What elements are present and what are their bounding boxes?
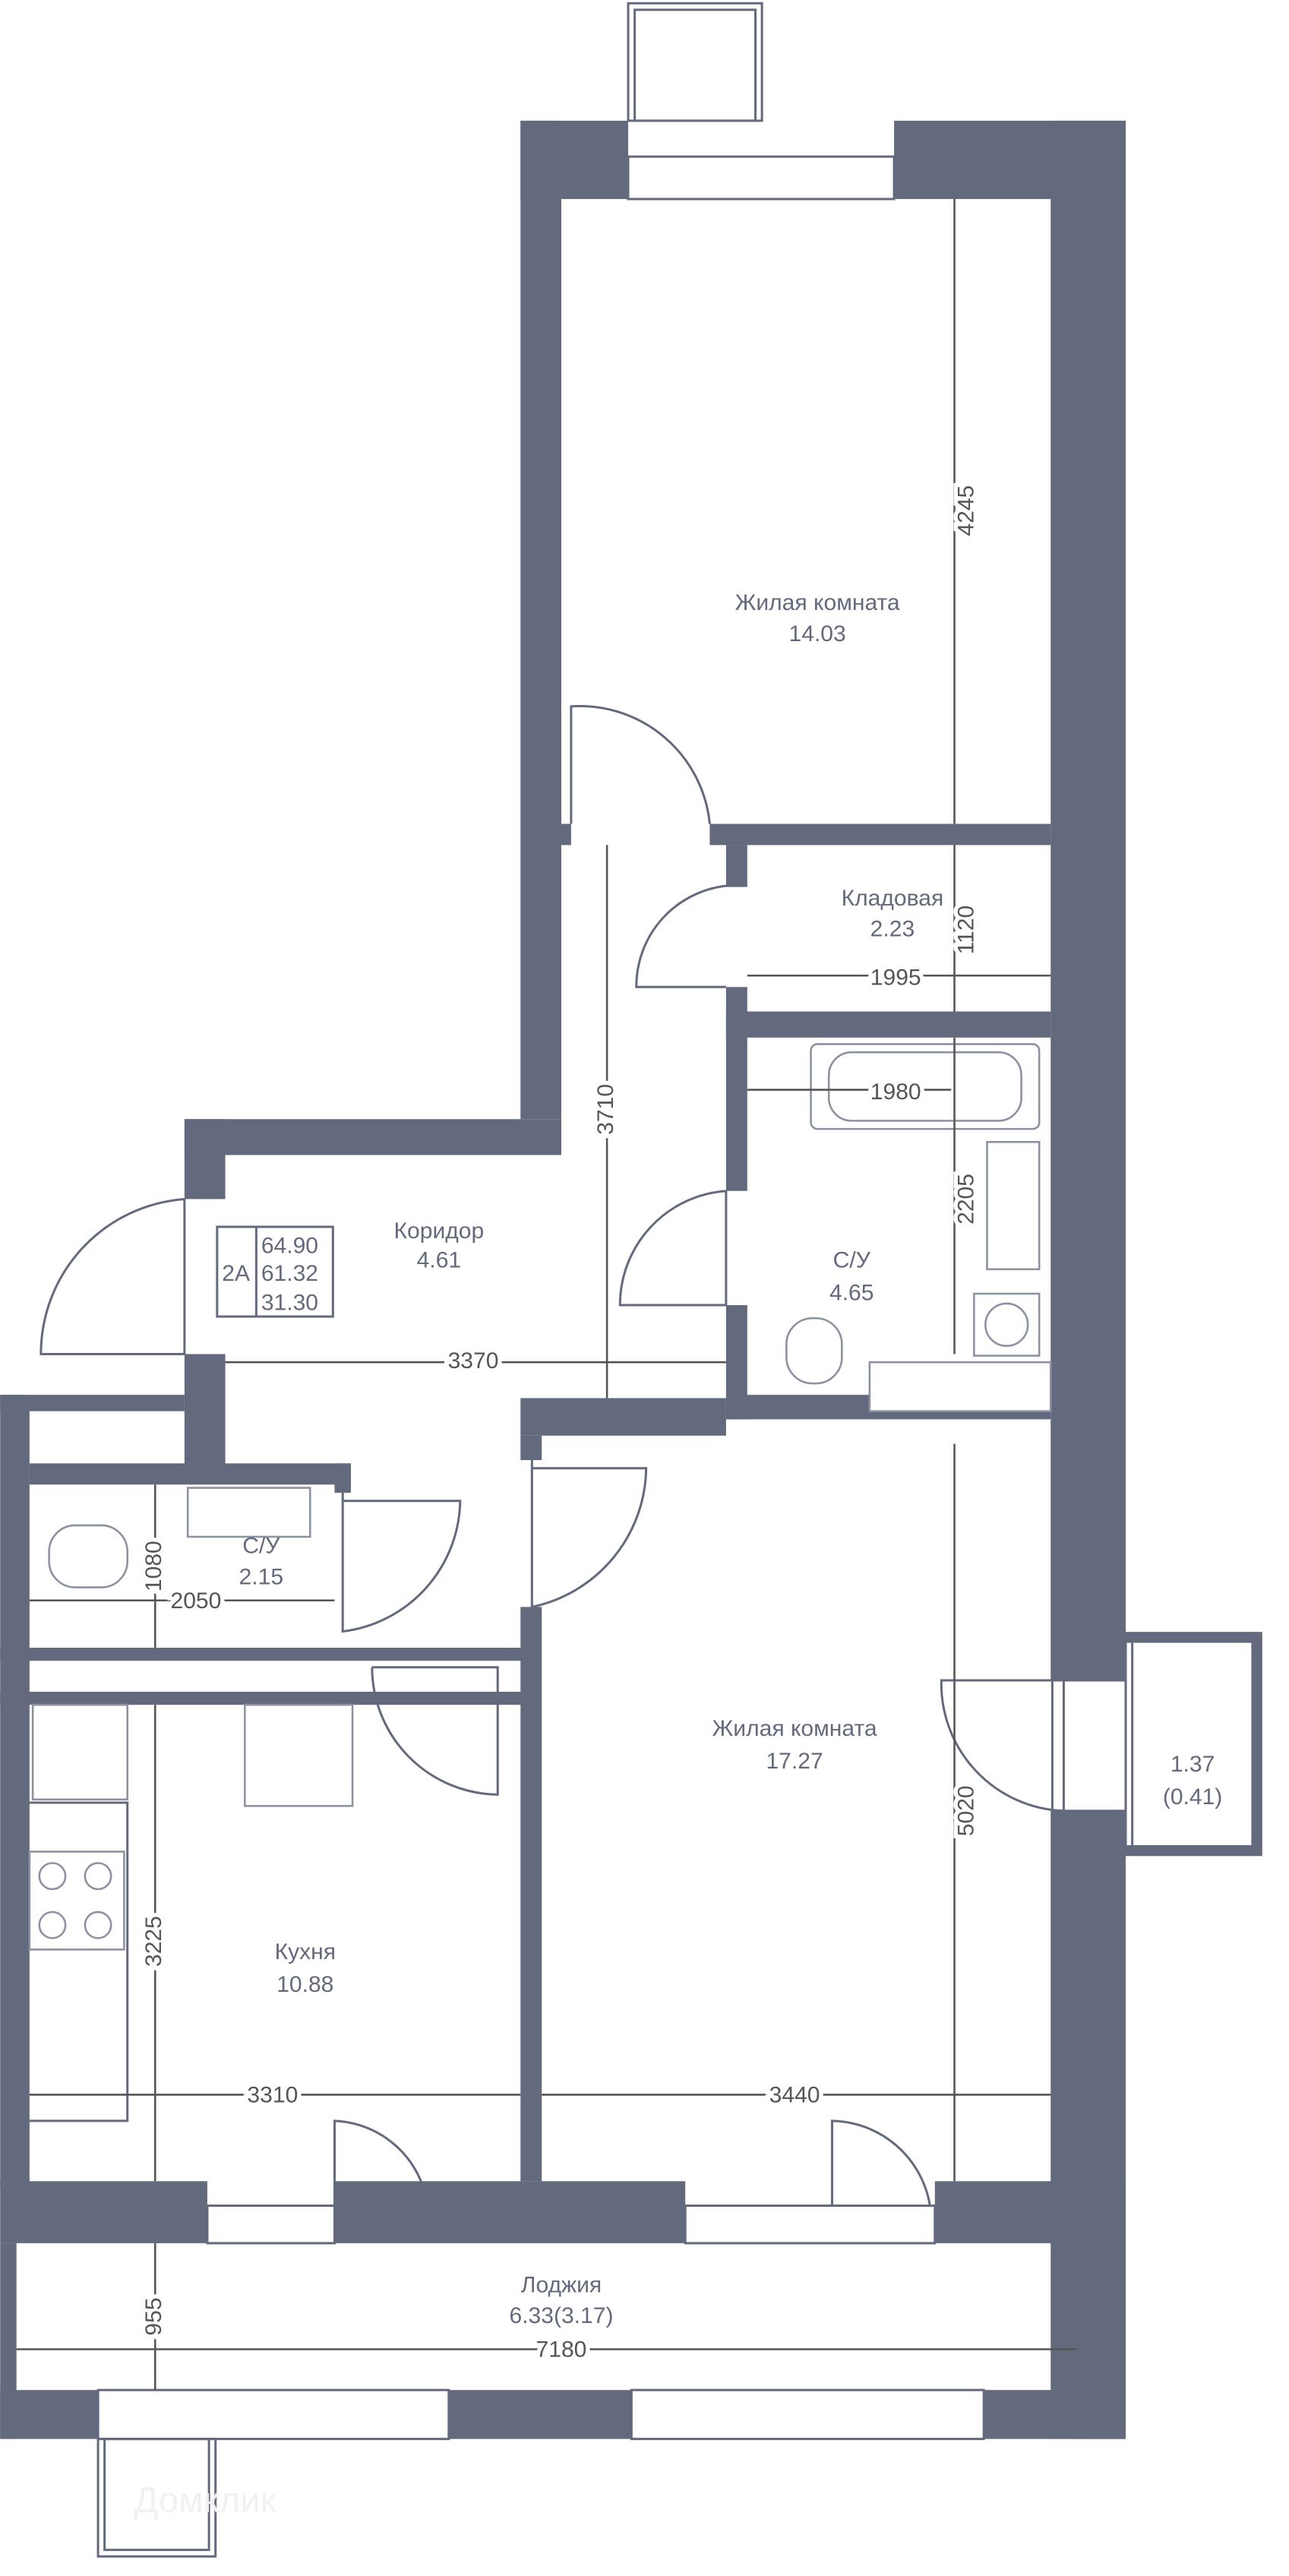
dimension-label: 4245 [954, 485, 979, 536]
dimension-label: 5020 [954, 1785, 979, 1836]
dimension-lines: 4245 1120 1995 1980 2205 3710 3370 1080 … [16, 199, 1077, 2391]
dimension-label: 1080 [141, 1541, 166, 1591]
room-name: 1.37 [1171, 1752, 1215, 1777]
room-name: Коридор [394, 1218, 485, 1244]
room-area: 2.23 [870, 917, 915, 942]
room-area: 2.15 [239, 1564, 283, 1589]
living-area: 31.30 [261, 1290, 318, 1315]
room-area: (0.41) [1163, 1784, 1223, 1810]
room-name: Жилая комната [735, 590, 900, 615]
dimension-label: 3710 [593, 1084, 618, 1135]
walls [0, 120, 1262, 2439]
room-name: Кладовая [842, 886, 944, 911]
room-labels: Жилая комната 14.03 Кладовая 2.23 Коридо… [239, 590, 1223, 2328]
dimension-label: 2205 [954, 1174, 979, 1225]
room-name: С/У [242, 1533, 280, 1558]
fixtures [28, 1043, 1052, 2122]
room-area: 17.27 [766, 1749, 823, 1774]
room-name: Кухня [275, 1939, 336, 1964]
room-area: 4.61 [417, 1248, 461, 1273]
sink [986, 1141, 1041, 1271]
room-area: 14.03 [789, 621, 846, 646]
fridge [244, 1703, 354, 1807]
dimension-label: 955 [141, 2297, 166, 2335]
area-without-balcony: 61.32 [261, 1261, 318, 1286]
dimension-label: 3310 [247, 2083, 298, 2108]
apartment-legend: 2А 64.90 61.32 31.30 [216, 1225, 334, 1318]
dimension-label: 1995 [870, 965, 921, 990]
room-name: Лоджия [521, 2272, 602, 2297]
room-area: 6.33(3.17) [509, 2303, 613, 2328]
dimension-label: 3370 [448, 1348, 499, 1373]
room-area: 10.88 [276, 1972, 333, 1997]
dimension-label: 1120 [954, 906, 979, 955]
dimension-label: 7180 [536, 2337, 587, 2363]
total-area: 64.90 [261, 1233, 318, 1258]
dimension-label: 2050 [170, 1588, 221, 1614]
toilet-small [48, 1524, 129, 1588]
room-area: 4.65 [829, 1281, 874, 1306]
toilet [785, 1316, 843, 1385]
room-name: С/У [833, 1248, 871, 1273]
dimension-label: 3225 [141, 1916, 166, 1967]
apartment-type: 2А [222, 1261, 250, 1286]
room-name: Жилая комната [712, 1716, 877, 1741]
doors [39, 705, 1065, 2206]
dimension-label: 1980 [870, 1079, 921, 1105]
watermark-logo: Домклик [134, 2480, 276, 2521]
sink-small [186, 1487, 311, 1538]
dimension-label: 3440 [769, 2083, 820, 2108]
kitchen-sink [31, 1703, 129, 1801]
